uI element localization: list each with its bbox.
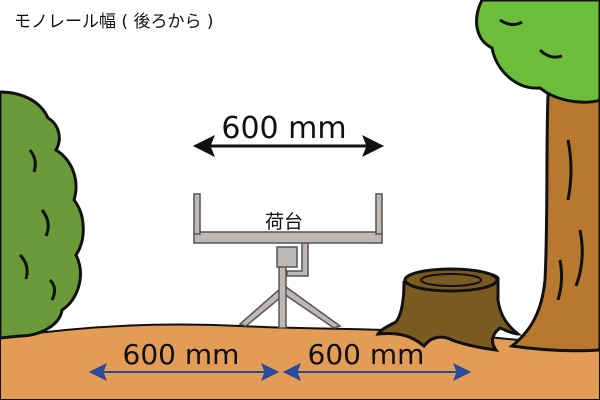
motor-box	[276, 246, 298, 268]
center-post	[278, 265, 287, 329]
bush	[0, 90, 85, 340]
bottom-left-dimension-label: 600 mm	[123, 338, 240, 371]
bottom-right-dimension-label: 600 mm	[308, 338, 425, 371]
stump	[375, 269, 523, 352]
top-width-arrow	[192, 134, 385, 158]
bottom-right-arrow	[282, 362, 472, 382]
diagram-title: モノレール幅 ( 後ろから )	[14, 12, 213, 32]
stump-top	[403, 267, 499, 293]
leaves-detail	[499, 18, 563, 59]
bush-detail	[18, 149, 57, 301]
top-dimension-label: 600 mm	[221, 111, 346, 146]
stump-ring	[420, 273, 482, 287]
tree-leaves	[475, 0, 600, 104]
monorail-carrier	[193, 193, 383, 329]
cargo-deck	[193, 231, 383, 244]
bottom-left-arrow	[88, 362, 280, 382]
right-leg	[279, 286, 342, 329]
tree-trunk	[508, 78, 600, 353]
left-rail	[193, 193, 201, 235]
trunk-detail	[556, 139, 584, 301]
right-rail	[375, 193, 383, 235]
cargo-label: 荷台	[265, 211, 303, 233]
ground	[0, 323, 600, 400]
